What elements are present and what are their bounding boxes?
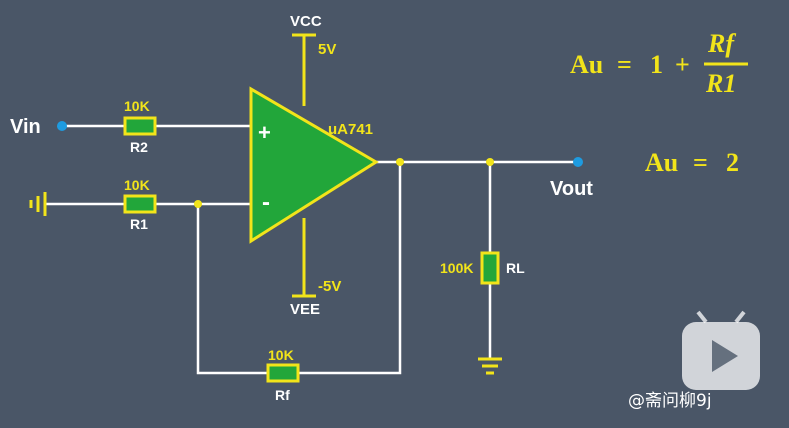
result-value: 2: [726, 148, 739, 177]
terminal-vout: [573, 157, 583, 167]
ground-symbol-load: [478, 357, 502, 375]
opamp-plus-sign: +: [258, 120, 271, 145]
formula-denominator: R1: [705, 69, 736, 98]
result-lhs: Au: [645, 148, 678, 177]
vcc-label: VCC: [290, 13, 322, 30]
rl-value: 100K: [440, 260, 473, 276]
ground-symbol-input: [29, 192, 47, 216]
rf-value: 10K: [268, 347, 294, 363]
resistor-rl: [480, 251, 500, 285]
opamp-minus-sign: -: [262, 189, 270, 216]
formula-equals: =: [617, 50, 632, 79]
vee-label: VEE: [290, 301, 320, 318]
junction-feedback: [194, 200, 202, 208]
resistor-r2: [123, 116, 157, 136]
vee-rail: [292, 218, 316, 298]
gain-result: Au = 2: [645, 148, 739, 177]
opamp-triangle: [249, 86, 379, 244]
formula-plus: +: [675, 50, 690, 79]
r2-name: R2: [130, 139, 148, 155]
resistor-r1: [123, 194, 157, 214]
formula-numerator: Rf: [707, 29, 736, 58]
vout-label: Vout: [550, 178, 593, 200]
vcc-voltage: 5V: [318, 41, 336, 58]
junction-output: [396, 158, 404, 166]
rf-name: Rf: [275, 387, 290, 403]
vcc-rail: [292, 33, 316, 106]
r2-value: 10K: [124, 98, 150, 114]
watermark: @斋问柳9j: [628, 310, 760, 411]
wire-feedback: [196, 204, 268, 375]
rl-name: RL: [506, 260, 525, 276]
result-equals: =: [693, 148, 708, 177]
formula-one: 1: [650, 50, 663, 79]
watermark-text: @斋问柳9j: [628, 391, 712, 411]
terminal-vin: [57, 121, 67, 131]
vee-voltage: -5V: [318, 278, 341, 295]
gain-formula: Au = 1 + Rf R1: [570, 29, 748, 98]
play-icon: [712, 340, 738, 372]
wire-rf-to-output: [298, 162, 402, 375]
junction-load: [486, 158, 494, 166]
formula-lhs: Au: [570, 50, 603, 79]
vin-label: Vin: [10, 116, 41, 138]
r1-name: R1: [130, 216, 148, 232]
resistor-rf: [266, 363, 300, 383]
wires: [45, 124, 578, 375]
r1-value: 10K: [124, 177, 150, 193]
opamp-part-label: uA741: [328, 121, 373, 138]
